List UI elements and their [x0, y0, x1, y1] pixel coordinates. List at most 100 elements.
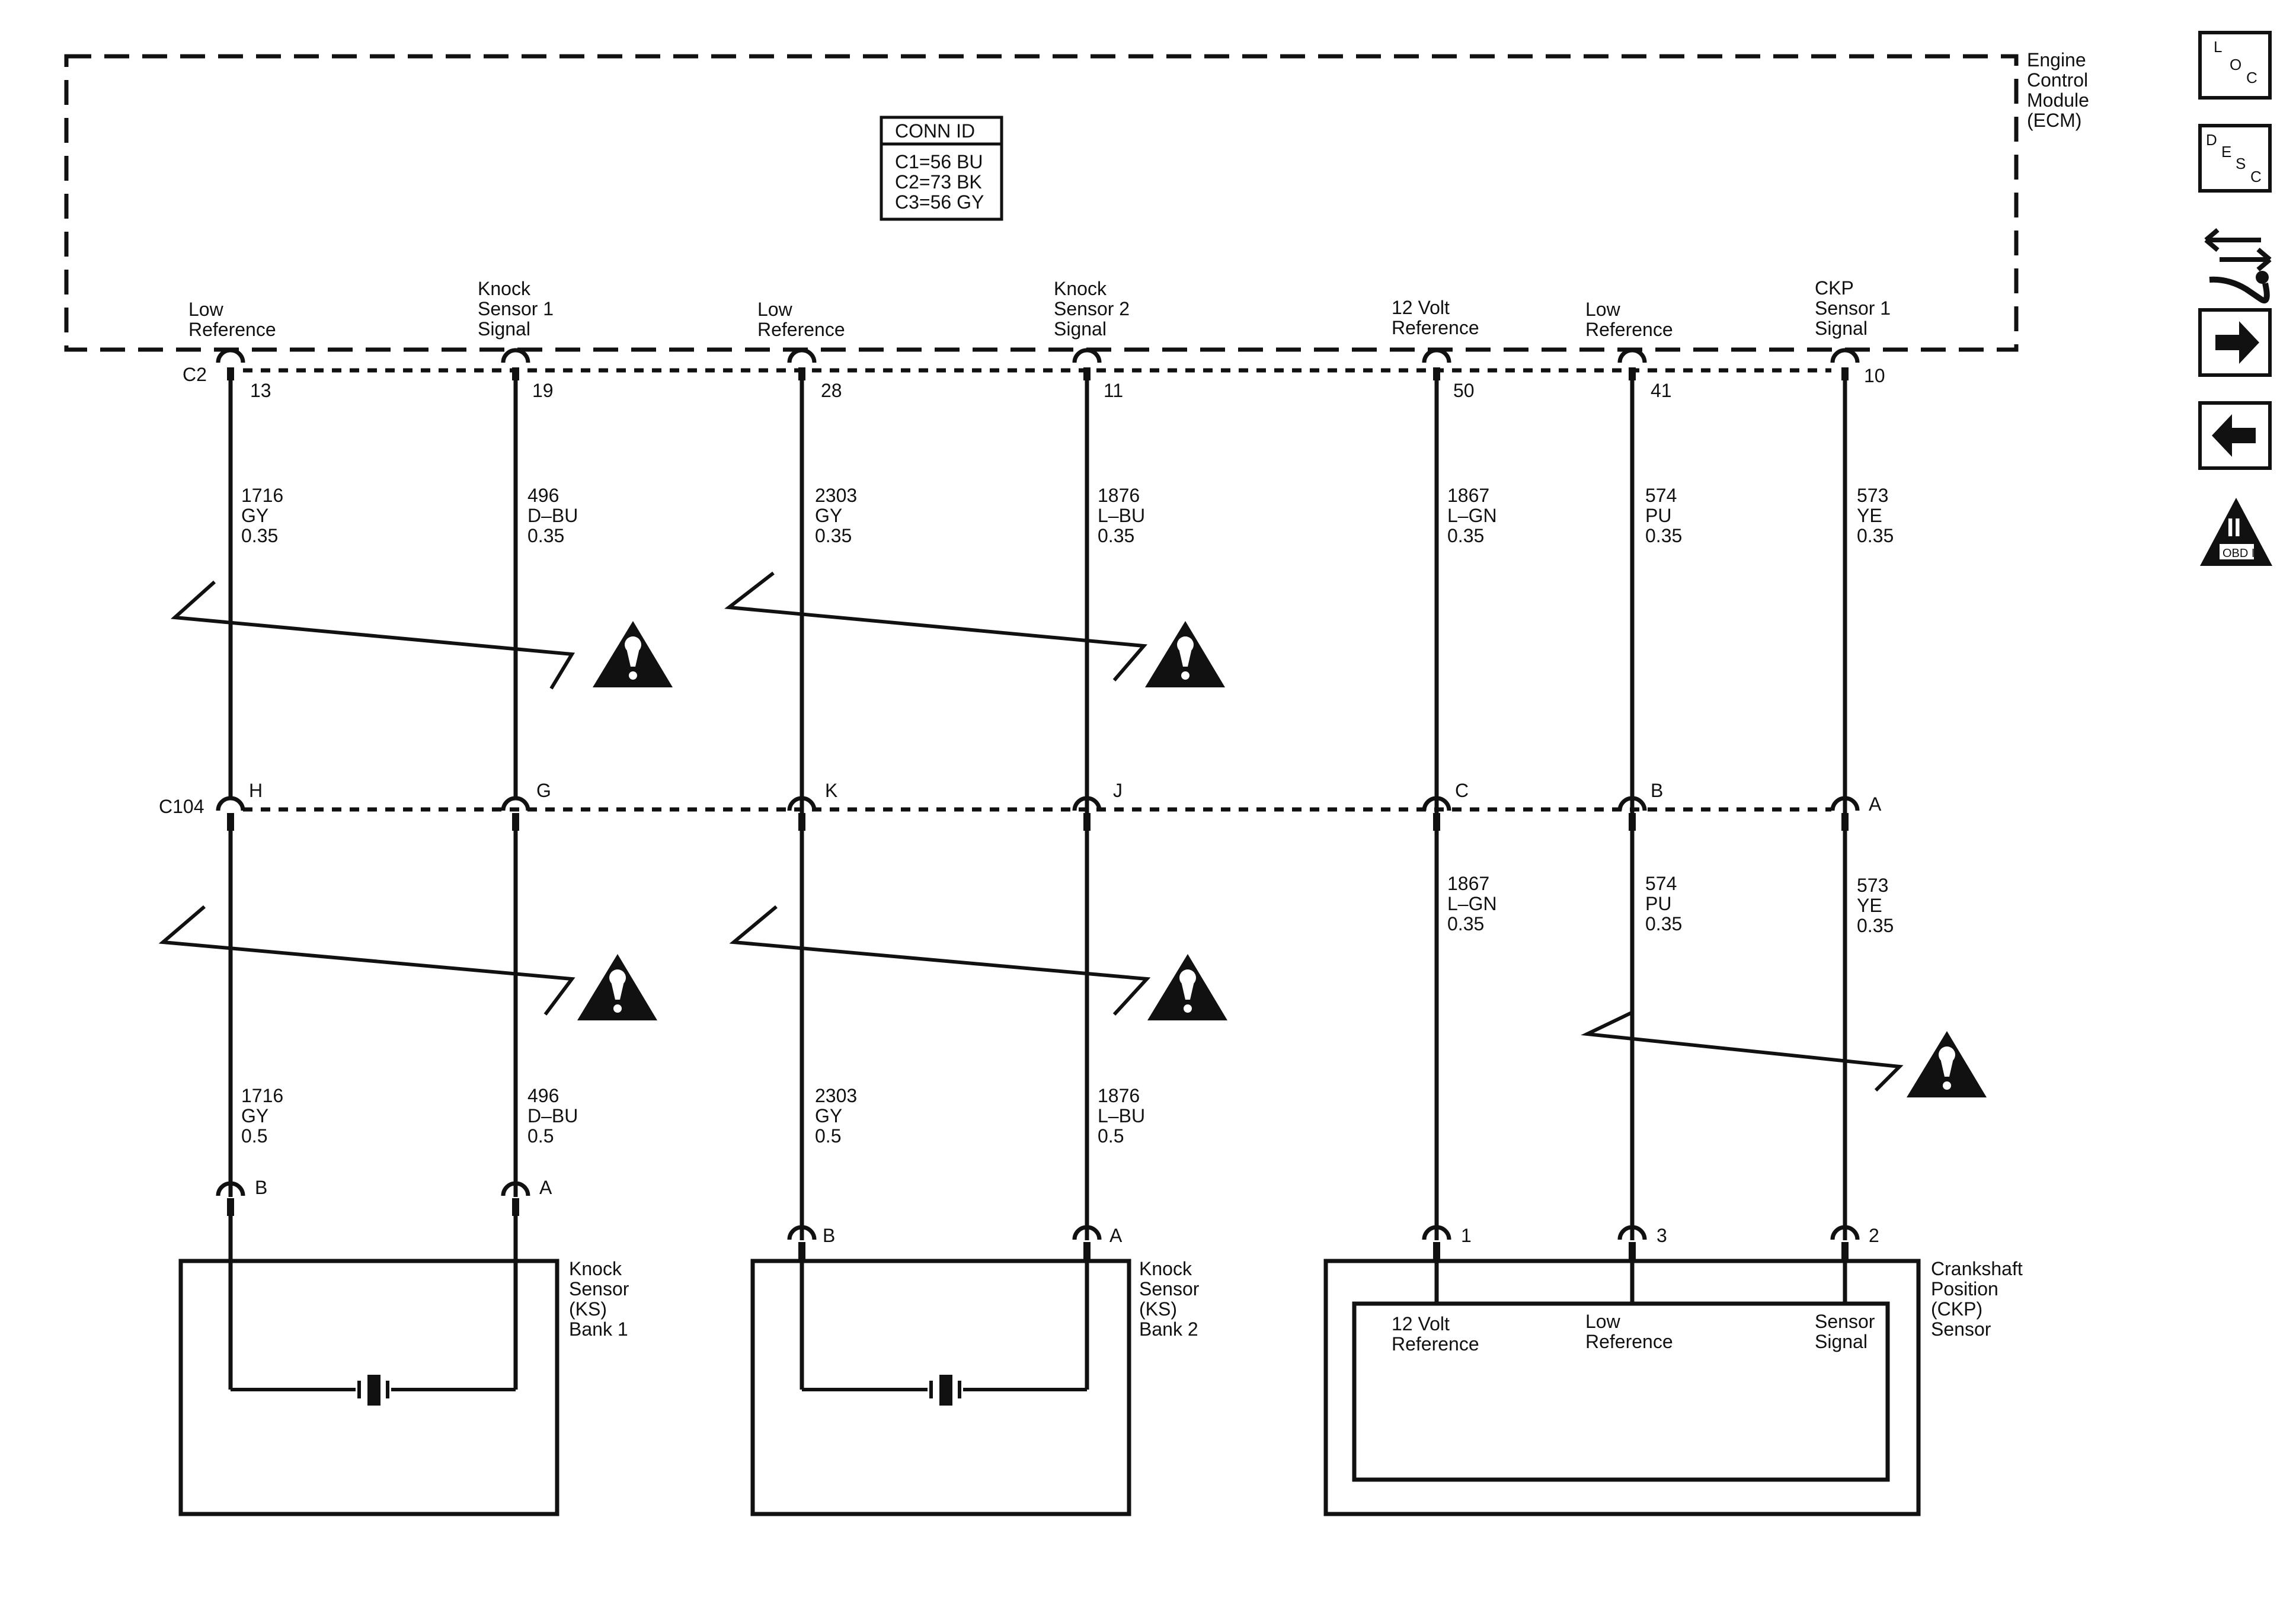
c104-pin: H [249, 780, 263, 801]
ecm-pin: 11 [1104, 380, 1123, 401]
c104-connector-label: C104 [159, 796, 204, 817]
ecm-pin: 41 [1651, 380, 1672, 401]
svg-text:L–BU: L–BU [1098, 1105, 1145, 1126]
svg-text:496: 496 [527, 1085, 559, 1106]
svg-text:0.5: 0.5 [241, 1125, 267, 1147]
loc-icon[interactable]: L O C [2198, 31, 2272, 100]
wire-label: 1716 [241, 485, 283, 506]
ecm-box [64, 54, 2019, 352]
svg-text:PU: PU [1645, 505, 1671, 526]
c104-pin: J [1113, 780, 1123, 801]
svg-text:0.35: 0.35 [1447, 525, 1484, 546]
c104-pin: C [1455, 780, 1469, 801]
svg-text:Module: Module [2027, 89, 2089, 111]
svg-text:Reference: Reference [1392, 317, 1479, 338]
svg-text:1876: 1876 [1098, 1085, 1140, 1106]
svg-text:Control: Control [2027, 69, 2088, 91]
svg-text:0.35: 0.35 [1447, 913, 1484, 934]
conn-id-line: C1=56 BU [895, 151, 983, 172]
svg-text:574: 574 [1645, 873, 1677, 894]
svg-text:C: C [2250, 168, 2262, 185]
svg-text:Signal: Signal [478, 318, 530, 340]
ecm-pin: 28 [821, 380, 842, 401]
svg-text:Reference: Reference [188, 319, 276, 340]
circuit-ckp-12v-reference: 12 Volt Reference 50 1867 L–GN 0.35 C 18… [1392, 297, 1497, 1260]
caution-icon [1145, 621, 1225, 687]
c104-pin: B [1651, 780, 1663, 801]
svg-text:573: 573 [1857, 485, 1888, 506]
svg-text:Signal: Signal [1815, 318, 1868, 339]
obd2-icon[interactable]: II OBD II [2200, 498, 2272, 566]
svg-text:(ECM): (ECM) [2027, 110, 2081, 131]
component-label: Crankshaft [1931, 1258, 2023, 1279]
svg-text:S: S [2236, 155, 2246, 172]
component-pin: A [1109, 1225, 1123, 1246]
svg-text:0.35: 0.35 [1645, 525, 1682, 546]
svg-text:(KS): (KS) [569, 1298, 607, 1320]
svg-text:L–GN: L–GN [1447, 505, 1497, 526]
svg-text:II: II [2227, 513, 2241, 542]
conn-id-title: CONN ID [895, 120, 975, 142]
svg-text:OBD II: OBD II [2223, 547, 2258, 560]
caution-icon [593, 621, 673, 687]
svg-text:Reference: Reference [1585, 1331, 1673, 1352]
svg-text:Reference: Reference [1585, 319, 1673, 340]
c104-pin: K [825, 780, 837, 801]
svg-text:573: 573 [1857, 875, 1888, 896]
svg-text:Sensor: Sensor [1139, 1278, 1200, 1299]
svg-text:E: E [2221, 143, 2231, 161]
circuit-ckp-signal: CKP Sensor 1 Signal 10 573 YE 0.35 A 573… [1815, 277, 1894, 1260]
svg-text:Sensor 1: Sensor 1 [478, 298, 554, 319]
svg-text:Low: Low [757, 299, 793, 320]
svg-text:GY: GY [815, 505, 842, 526]
ecm-connector-label: C2 [183, 364, 207, 385]
svg-text:C: C [2246, 69, 2257, 87]
svg-text:GY: GY [241, 1105, 268, 1126]
next-arrow-icon[interactable] [2198, 308, 2272, 377]
c104-pin: A [1869, 793, 1882, 815]
conn-id-line: C3=56 GY [895, 191, 984, 213]
svg-text:Engine: Engine [2027, 49, 2086, 71]
ecm-pin-tabs [227, 367, 1849, 380]
svg-text:GY: GY [815, 1105, 842, 1126]
svg-text:L–BU: L–BU [1098, 505, 1145, 526]
svg-text:L: L [2214, 38, 2222, 56]
svg-text:YE: YE [1857, 895, 1882, 916]
twisted-pair-symbol [158, 571, 1904, 1092]
svg-text:Sensor: Sensor [569, 1278, 629, 1299]
svg-text:D: D [2206, 131, 2217, 149]
svg-text:1876: 1876 [1098, 485, 1140, 506]
svg-text:D–BU: D–BU [527, 505, 578, 526]
svg-text:2303: 2303 [815, 485, 857, 506]
component-label: Knock [569, 1258, 622, 1279]
svg-text:L–GN: L–GN [1447, 893, 1497, 914]
svg-text:1867: 1867 [1447, 873, 1489, 894]
conn-id-table: CONN ID C1=56 BU C2=73 BK C3=56 GY [880, 116, 1003, 221]
ckp-inner-label: Sensor [1815, 1311, 1875, 1332]
prev-arrow-icon[interactable] [2198, 401, 2272, 470]
circuit-ks1-low-reference: Low Reference 13 1716 GY 0.35 H 1716 GY … [188, 299, 283, 1216]
svg-text:0.35: 0.35 [1098, 525, 1134, 546]
svg-text:574: 574 [1645, 485, 1677, 506]
svg-text:Reference: Reference [757, 319, 845, 340]
svg-text:Bank 1: Bank 1 [569, 1318, 628, 1340]
svg-text:Sensor 1: Sensor 1 [1815, 297, 1891, 319]
ckp-inner-label: Low [1585, 1311, 1621, 1332]
ckp-sensor: 12 Volt Reference Low Reference Sensor S… [1323, 1258, 2023, 1516]
svg-text:0.35: 0.35 [527, 525, 564, 546]
svg-text:PU: PU [1645, 893, 1671, 914]
ecm-pin: 50 [1453, 380, 1475, 401]
desc-icon[interactable]: D E S C [2198, 124, 2272, 193]
svg-text:(KS): (KS) [1139, 1298, 1177, 1320]
svg-text:Low: Low [188, 299, 224, 320]
caution-icon [1907, 1031, 1987, 1097]
svg-text:Sensor 2: Sensor 2 [1054, 298, 1130, 319]
ecm-pin: 19 [532, 380, 554, 401]
svg-text:Signal: Signal [1054, 318, 1107, 340]
svg-text:D–BU: D–BU [527, 1105, 578, 1126]
troubleshoot-icon[interactable] [2204, 228, 2272, 304]
circuit-ks2-low-reference: Low Reference 28 2303 GY 0.35 K 2303 GY … [757, 299, 857, 1260]
svg-text:0.5: 0.5 [1098, 1125, 1124, 1147]
svg-text:2303: 2303 [815, 1085, 857, 1106]
svg-text:1716: 1716 [241, 1085, 283, 1106]
